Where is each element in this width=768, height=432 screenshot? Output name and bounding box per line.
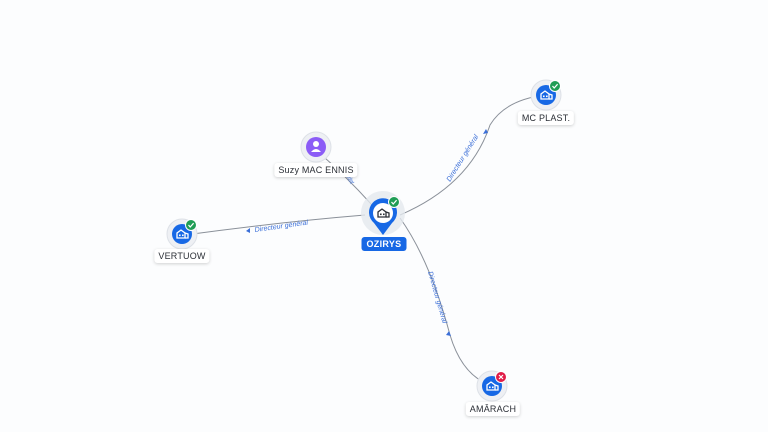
- active-badge-icon: [185, 219, 197, 231]
- company-node-amarach[interactable]: [476, 370, 508, 402]
- mc-plast-node-label[interactable]: MC PLAST.: [517, 111, 575, 125]
- edge-amarach: [399, 217, 491, 386]
- amarach-node-label[interactable]: AMÂRACH: [465, 402, 521, 416]
- arrow-amarach: [446, 331, 451, 336]
- closed-badge-icon: [495, 371, 507, 383]
- edge-label-mc-plast: Directeur général: [446, 133, 481, 183]
- person-node[interactable]: [300, 131, 332, 163]
- edge-mc-plast: [399, 94, 546, 216]
- arrow-vertuow: [246, 228, 250, 233]
- company-node-center[interactable]: [361, 191, 405, 235]
- company-node-vertuow[interactable]: [166, 218, 198, 250]
- active-badge-icon: [549, 80, 561, 92]
- center-node-label[interactable]: OZIRYS: [361, 237, 407, 251]
- active-badge-icon: [388, 196, 400, 208]
- vertuow-node-label[interactable]: VERTUOW: [154, 249, 210, 263]
- arrow-mc-plast: [483, 129, 488, 134]
- company-node-mc-plast[interactable]: [530, 79, 562, 111]
- edge-label-amarach: Directeur général: [426, 271, 448, 325]
- person-node-label[interactable]: Suzy MAC ENNIS: [274, 163, 358, 177]
- edge-label-vertuow: Directeur général: [254, 220, 309, 234]
- edge-vertuow: [184, 214, 366, 236]
